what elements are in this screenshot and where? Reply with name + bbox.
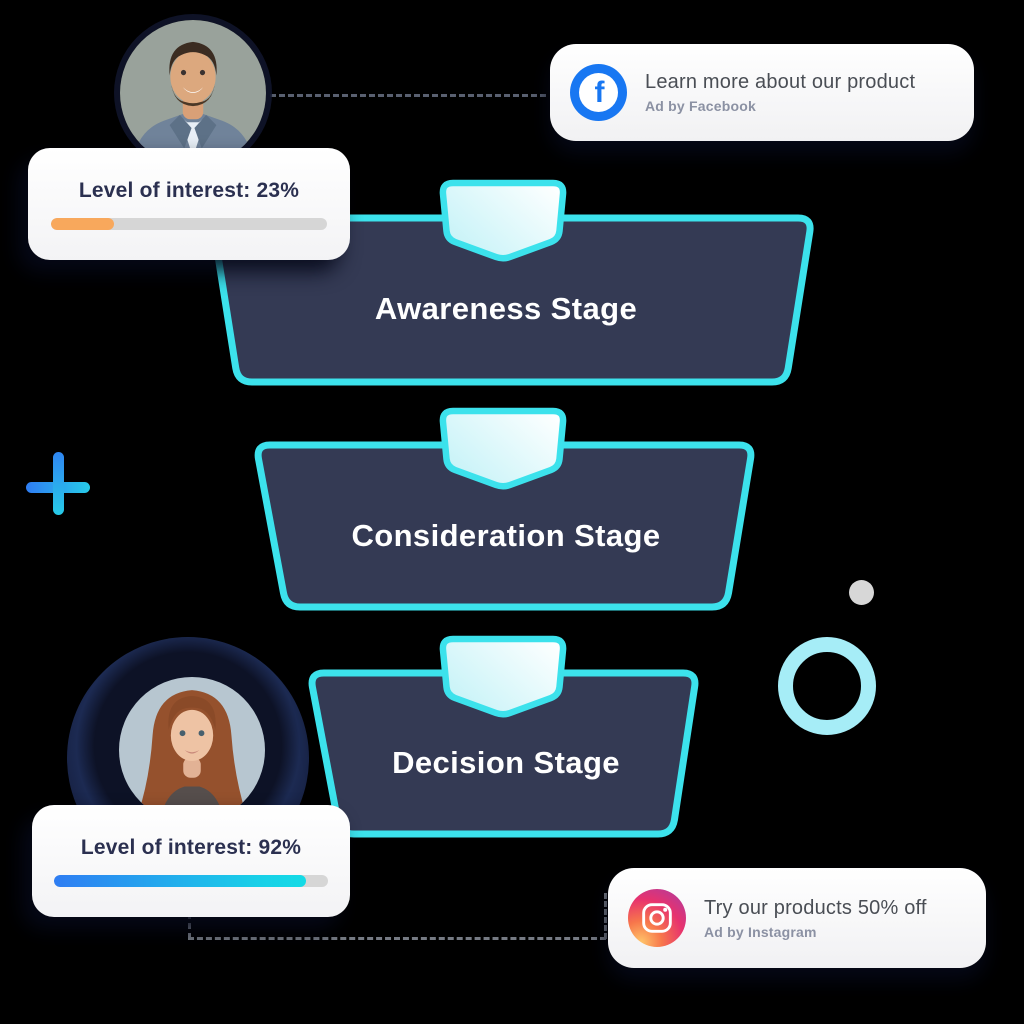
consideration-trapezoid-shape xyxy=(254,441,755,611)
funnel-stage-consideration[interactable] xyxy=(248,439,764,613)
facebook-ad-card[interactable]: f Learn more about our product Ad by Fac… xyxy=(550,44,974,141)
connector-instagram-stub xyxy=(604,893,607,939)
decision-stage-label: Decision Stage xyxy=(392,745,620,780)
decision-badge-icon xyxy=(437,635,569,724)
plus-icon xyxy=(26,452,90,516)
connector-card-stub xyxy=(188,913,191,939)
awareness-stage-label: Awareness Stage xyxy=(374,291,638,326)
man-portrait-image xyxy=(120,20,266,166)
interest-label-low: Level of interest: 23% xyxy=(78,178,300,202)
facebook-ad-title: Learn more about our product xyxy=(645,71,916,93)
awareness-badge-icon xyxy=(437,179,569,268)
progress-fill-high xyxy=(54,874,306,887)
gray-dot-decoration xyxy=(849,580,874,605)
instagram-icon xyxy=(628,889,686,947)
instagram-ad-card[interactable]: Try our products 50% off Ad by Instagram xyxy=(608,868,986,968)
man-avatar xyxy=(120,20,266,166)
progress-fill-low xyxy=(50,217,115,230)
consideration-badge-icon xyxy=(437,407,569,496)
interest-card-low: Level of interest: 23% xyxy=(28,148,350,260)
interest-card-high: Level of interest: 92% xyxy=(32,805,350,917)
woman-avatar xyxy=(119,677,265,823)
connector-avatar-to-facebook-ad xyxy=(270,94,546,97)
connector-card-to-instagram-ad xyxy=(188,937,606,940)
woman-portrait-image xyxy=(119,677,265,823)
instagram-ad-title: Try our products 50% off xyxy=(704,896,927,919)
plus-vertical-bar xyxy=(53,452,64,515)
cyan-ring-decoration xyxy=(778,637,876,735)
decision-trapezoid-shape xyxy=(308,669,699,838)
facebook-letter: f xyxy=(579,73,618,112)
progress-track-high xyxy=(54,874,328,887)
facebook-ad-subtitle: Ad by Facebook xyxy=(645,98,756,114)
facebook-icon: f xyxy=(570,64,627,121)
instagram-ad-subtitle: Ad by Instagram xyxy=(704,923,817,940)
funnel-stage-decision[interactable] xyxy=(302,667,706,839)
instagram-camera-glyph xyxy=(642,903,672,933)
interest-label-high: Level of interest: 92% xyxy=(80,835,302,859)
consideration-stage-label: Consideration Stage xyxy=(351,518,661,553)
progress-track-low xyxy=(50,217,328,230)
